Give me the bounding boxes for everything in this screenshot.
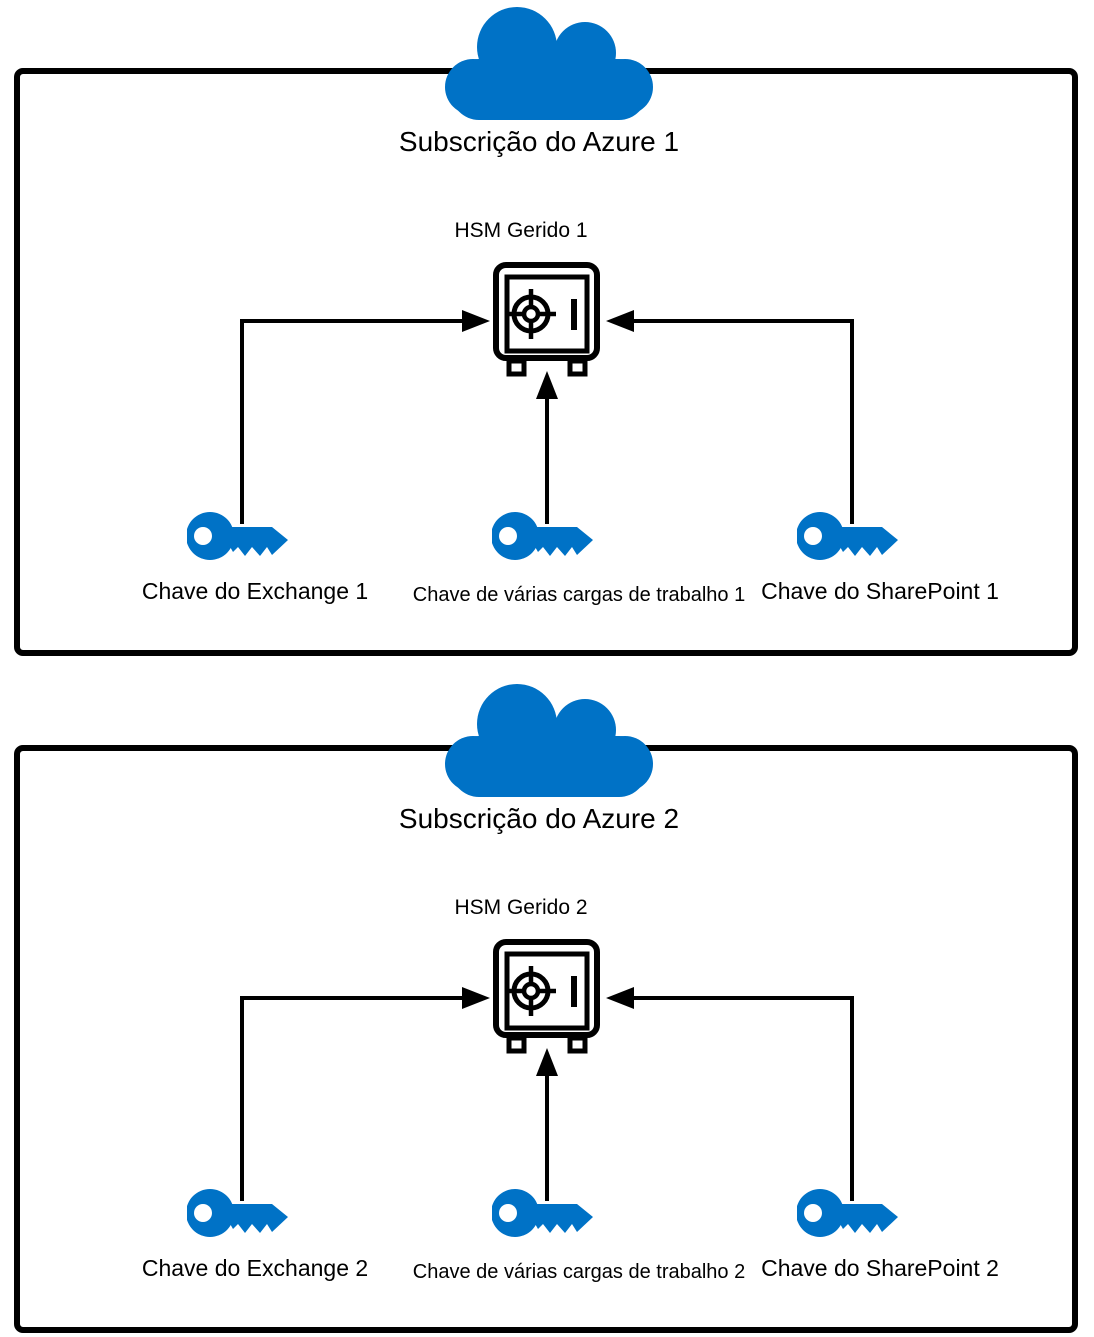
key-label-sharepoint: Chave do SharePoint 2 — [761, 1255, 999, 1281]
exchange-key-icon — [187, 512, 288, 560]
key-label-exchange: Chave do Exchange 1 — [141, 578, 369, 604]
azure-subscription-2-panel: Subscrição do Azure 2 HSM Gerido 2 Chave… — [0, 677, 1094, 1337]
sharepoint-key-connector — [606, 987, 854, 1201]
key-label-sharepoint: Chave do SharePoint 1 — [761, 578, 999, 604]
arrowhead-icon — [606, 310, 634, 332]
key-label-multi-workload: Chave de várias cargas de trabalho 1 — [412, 584, 746, 606]
multi-workload-key-icon — [492, 1189, 593, 1237]
hsm-title: HSM Gerido 1 — [454, 219, 588, 242]
arrowhead-icon — [606, 987, 634, 1009]
key-label-multi-workload: Chave de várias cargas de trabalho 2 — [412, 1261, 746, 1283]
key-to-hsm-connectors — [240, 987, 854, 1201]
sharepoint-key-icon — [797, 1189, 898, 1237]
arrowhead-icon — [536, 371, 558, 399]
subscription-title: Subscrição do Azure 2 — [398, 803, 680, 834]
hsm-title: HSM Gerido 2 — [454, 896, 588, 919]
sharepoint-key-connector — [606, 310, 854, 524]
exchange-key-connector — [240, 310, 490, 524]
arrowhead-icon — [462, 310, 490, 332]
multi-workload-key-icon — [492, 512, 593, 560]
hsm-safe-icon — [493, 939, 600, 1057]
workload-key-connector — [536, 1048, 558, 1201]
sharepoint-key-icon — [797, 512, 898, 560]
hsm-safe-icon — [493, 262, 600, 380]
subscription-title: Subscrição do Azure 1 — [398, 126, 680, 157]
arrowhead-icon — [462, 987, 490, 1009]
key-label-exchange: Chave do Exchange 2 — [141, 1255, 369, 1281]
key-to-hsm-connectors — [240, 310, 854, 524]
exchange-key-icon — [187, 1189, 288, 1237]
azure-subscription-1-panel: Subscrição do Azure 1 HSM Gerido 1 Chave… — [0, 0, 1094, 660]
arrowhead-icon — [536, 1048, 558, 1076]
exchange-key-connector — [240, 987, 490, 1201]
workload-key-connector — [536, 371, 558, 524]
